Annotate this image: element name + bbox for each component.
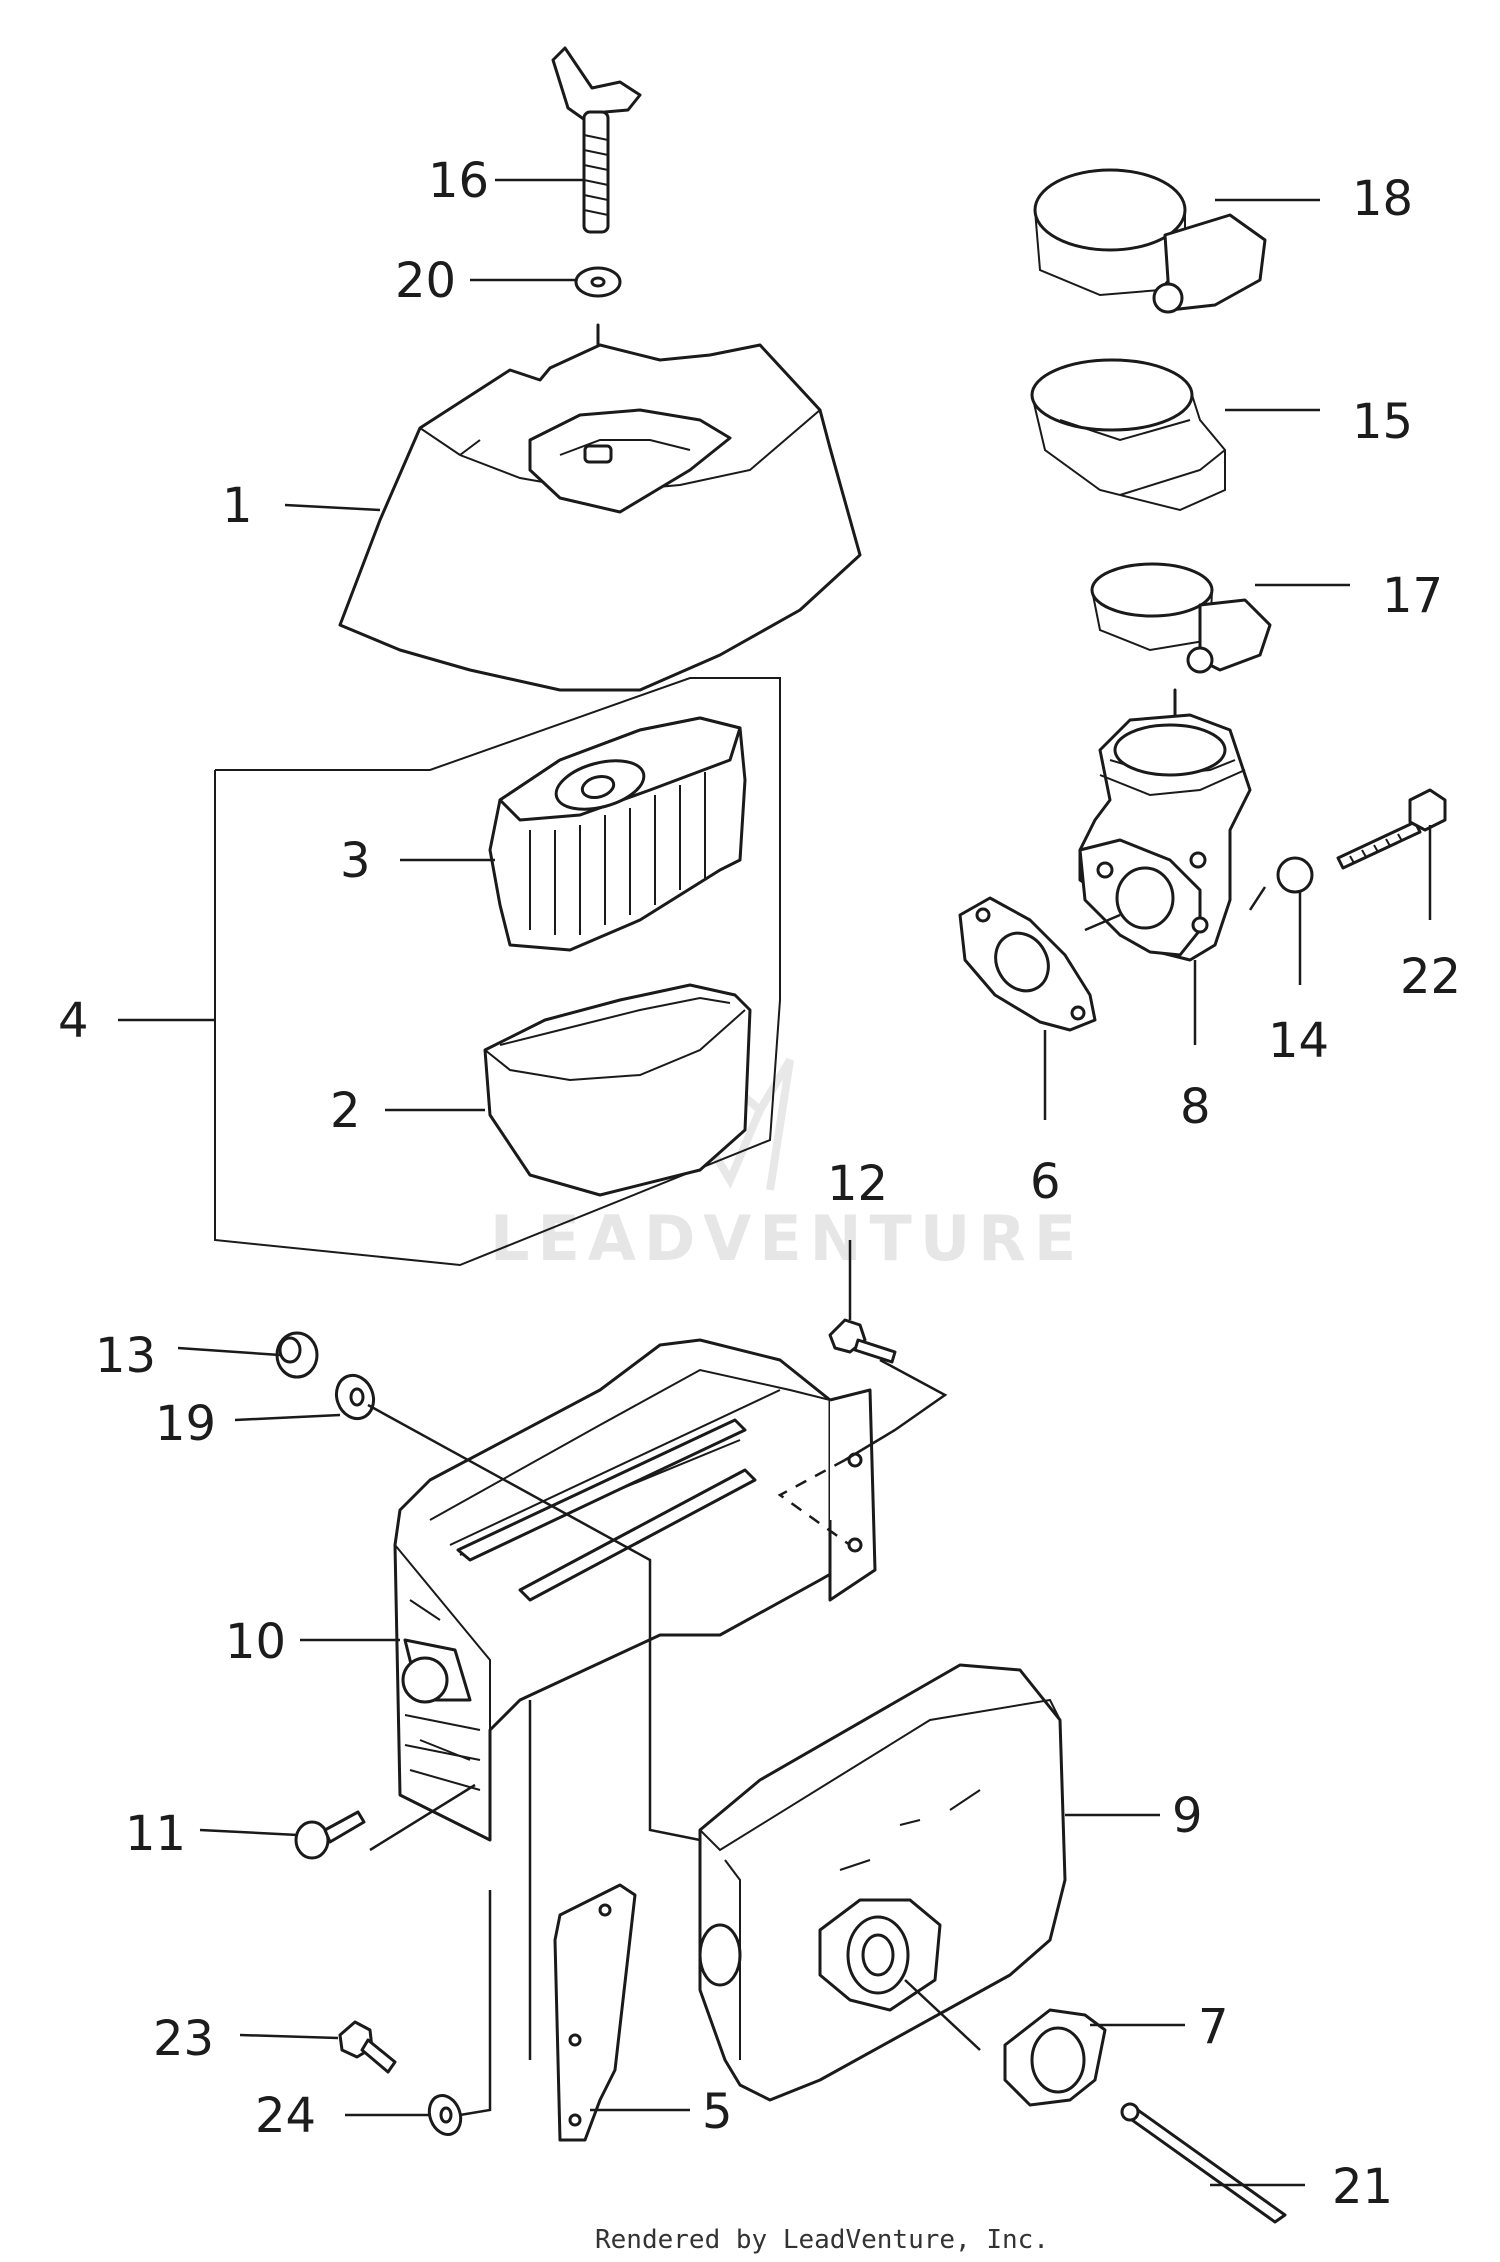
part-label-10: 10 <box>225 1614 286 1670</box>
leader-lines <box>118 178 1432 2187</box>
air-cleaner-cover-part <box>338 323 862 692</box>
air-filter-element-part <box>488 716 747 952</box>
exhaust-gasket-part <box>1003 2008 1107 2107</box>
muffler-part <box>698 1663 1067 2102</box>
muffler-bracket-part <box>553 1883 637 2142</box>
hose-clamp-large-part <box>1033 168 1267 314</box>
footer-credit: Rendered by LeadVenture, Inc. <box>595 2225 1049 2255</box>
part-label-9: 9 <box>1172 1788 1203 1844</box>
part-label-18: 18 <box>1352 171 1413 227</box>
intake-bolt-part <box>1336 788 1447 870</box>
assembly-lines <box>367 886 1267 2117</box>
part-label-7: 7 <box>1198 1999 1229 2055</box>
shield-screw-part <box>294 1810 366 1860</box>
part-label-24: 24 <box>255 2088 316 2144</box>
lock-washer-part <box>334 1373 376 1421</box>
washer-part <box>574 266 622 298</box>
part-label-21: 21 <box>1332 2159 1393 2215</box>
flange-nut-part <box>275 1331 319 1379</box>
intake-elbow-part <box>1078 688 1252 962</box>
bracket-bolt-part <box>338 2020 397 2074</box>
part-label-4: 4 <box>58 993 89 1049</box>
hose-clamp-small-part <box>1090 562 1272 674</box>
part-label-6: 6 <box>1030 1154 1061 1210</box>
heat-shield-bolt-part <box>828 1318 897 1364</box>
part-label-19: 19 <box>155 1396 216 1452</box>
watermark-text: LEADVENTURE <box>490 1202 1084 1275</box>
assembly-bracket <box>214 677 781 1267</box>
part-label-12: 12 <box>827 1156 888 1212</box>
pre-cleaner-part <box>483 983 752 1197</box>
part-labels: 16 20 1 3 4 2 18 15 17 22 14 8 6 12 13 1… <box>58 153 1461 2215</box>
gasket-part <box>958 896 1097 1032</box>
part-label-17: 17 <box>1382 568 1443 624</box>
part-label-13: 13 <box>95 1328 156 1384</box>
heat-shield-part <box>393 1338 877 1842</box>
part-label-15: 15 <box>1352 394 1413 450</box>
part-label-16: 16 <box>428 153 489 209</box>
part-label-20: 20 <box>395 253 456 309</box>
bracket-washer-part <box>427 2094 463 2136</box>
part-label-5: 5 <box>702 2084 733 2140</box>
stud-part <box>1120 2102 1287 2224</box>
part-label-22: 22 <box>1400 949 1461 1005</box>
part-label-23: 23 <box>153 2011 214 2067</box>
plug-part <box>1276 856 1314 894</box>
part-label-14: 14 <box>1268 1013 1329 1069</box>
part-label-3: 3 <box>340 833 371 889</box>
part-label-8: 8 <box>1180 1079 1211 1135</box>
part-label-1: 1 <box>222 478 253 534</box>
wing-bolt-part <box>551 46 642 234</box>
part-label-2: 2 <box>330 1083 361 1139</box>
rubber-elbow-part <box>1030 358 1226 512</box>
part-label-11: 11 <box>125 1806 186 1862</box>
